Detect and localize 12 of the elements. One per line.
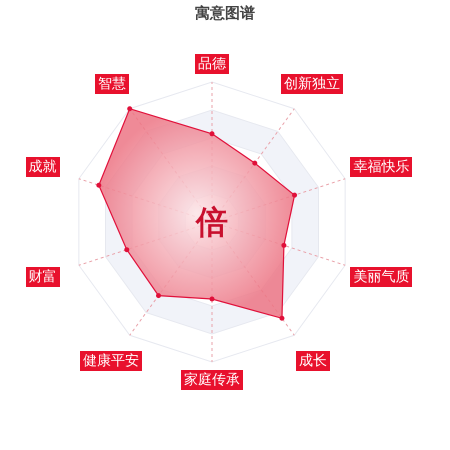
axis-label: 家庭传承 xyxy=(181,370,243,390)
axis-label: 成就 xyxy=(26,156,60,177)
axis-label: 品德 xyxy=(195,54,229,74)
axis-label: 美丽气质 xyxy=(350,267,412,287)
center-character: 倍 xyxy=(196,204,228,240)
axis-label: 创新独立 xyxy=(280,74,343,94)
chart-title: 寓意图谱 xyxy=(194,4,256,23)
axis-label: 智慧 xyxy=(95,74,130,94)
axis-label: 成长 xyxy=(296,351,330,372)
axis-label: 财富 xyxy=(26,267,60,287)
axis-label: 幸福快乐 xyxy=(350,156,412,177)
axis-label: 健康平安 xyxy=(80,351,142,372)
